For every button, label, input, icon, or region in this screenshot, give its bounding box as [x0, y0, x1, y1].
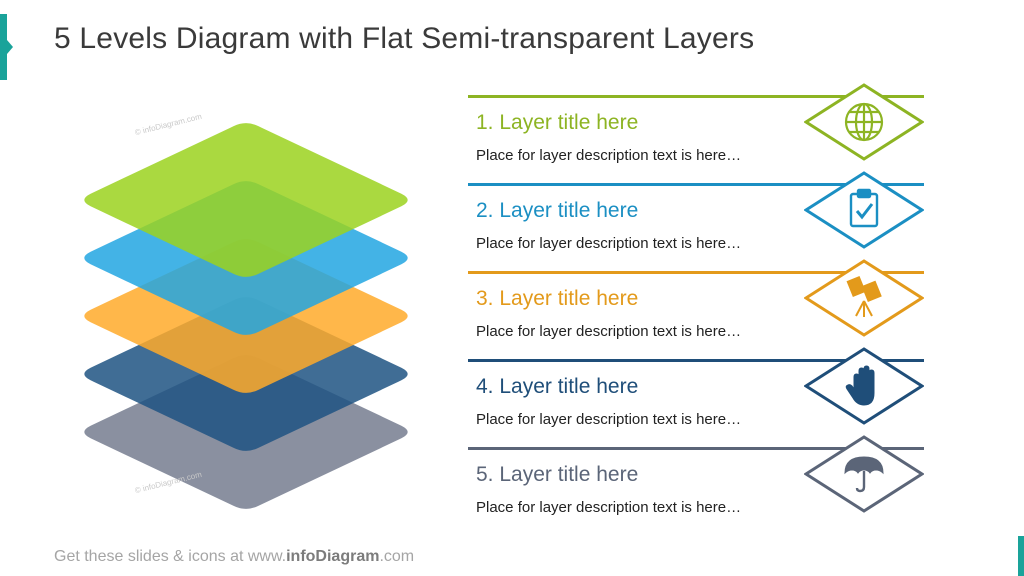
- layer-2-description: Place for layer description text is here…: [476, 235, 742, 252]
- footer-credit: Get these slides & icons at www.infoDiag…: [54, 548, 414, 566]
- layer-4-description: Place for layer description text is here…: [476, 411, 742, 428]
- layer-5-divider: [468, 447, 924, 450]
- layer-stack: © infoDiagram.com © infoDiagram.com: [60, 100, 440, 520]
- layer-1-title: 1. Layer title here: [476, 111, 639, 134]
- layer-4-title: 4. Layer title here: [476, 375, 639, 398]
- hand-icon: [804, 347, 924, 425]
- umbrella-icon: [804, 435, 924, 513]
- layer-row-5: 5. Layer title here Place for layer desc…: [468, 435, 924, 535]
- footer-prefix: Get these slides & icons at www.: [54, 548, 287, 565]
- layer-stack-graphic: [84, 123, 408, 509]
- footer-brand: infoDiagram: [286, 548, 380, 565]
- stack-layer-1: [84, 123, 408, 277]
- layer-3-description: Place for layer description text is here…: [476, 323, 742, 340]
- layer-row-2: 2. Layer title here Place for layer desc…: [468, 171, 924, 271]
- layer-2-divider: [468, 183, 924, 186]
- layer-row-1: 1. Layer title here Place for layer desc…: [468, 83, 924, 183]
- layer-5-title: 5. Layer title here: [476, 463, 639, 486]
- footer-suffix: .com: [379, 548, 415, 565]
- layer-3-divider: [468, 271, 924, 274]
- left-accent-bar: [0, 14, 13, 80]
- clipboard-check-icon: [804, 171, 924, 249]
- telescope-icon: [804, 259, 924, 337]
- layer-2-title: 2. Layer title here: [476, 199, 639, 222]
- layer-4-divider: [468, 359, 924, 362]
- layer-row-3: 3. Layer title here Place for layer desc…: [468, 259, 924, 359]
- layer-1-divider: [468, 95, 924, 98]
- page-title: 5 Levels Diagram with Flat Semi-transpar…: [54, 22, 755, 55]
- layer-3-title: 3. Layer title here: [476, 287, 639, 310]
- layer-1-description: Place for layer description text is here…: [476, 147, 742, 164]
- globe-icon: [804, 83, 924, 161]
- layer-row-4: 4. Layer title here Place for layer desc…: [468, 347, 924, 447]
- layer-5-description: Place for layer description text is here…: [476, 499, 742, 516]
- right-accent-bar: [1018, 536, 1024, 576]
